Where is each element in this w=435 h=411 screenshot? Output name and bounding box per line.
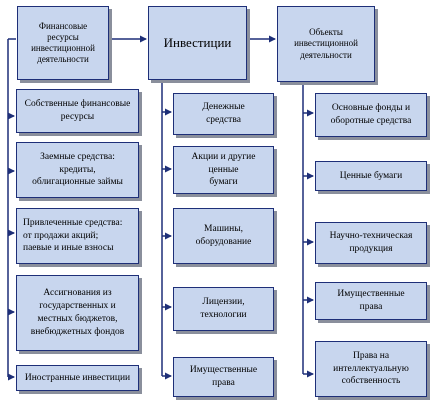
object-label: Ценные бумаги (339, 170, 403, 181)
investment-label: Машины, оборудование (195, 224, 252, 247)
header-financial-resources-label: Финансовые ресурсы инвестиционной деятел… (31, 20, 95, 65)
resource-label: Иностранные инвестиции (24, 372, 131, 383)
object-box-securities: Ценные бумаги (315, 161, 427, 191)
investment-label: Акции и другие ценные бумаги (191, 151, 256, 188)
resource-label: Заемные средства: кредиты, облигационные… (32, 151, 123, 188)
resource-label: Привлеченные средства: от продажи акций;… (23, 217, 123, 254)
header-investments: Инвестиции (148, 6, 247, 80)
investment-box-property-rights: Имущественные права (173, 357, 274, 397)
object-box-fixed-assets: Основные фонды и оборотные средства (315, 93, 427, 137)
investment-label: Лицензии, технологии (200, 297, 247, 320)
investment-label: Денежные средства (202, 102, 245, 125)
header-investment-objects: Объекты инвестиционной деятельности (277, 6, 375, 82)
header-investment-objects-label: Объекты инвестиционной деятельности (294, 27, 358, 60)
resource-box-raised-funds: Привлеченные средства: от продажи акций;… (16, 208, 139, 264)
object-box-intellectual-property: Права на интеллектуальную собственность (315, 341, 427, 397)
investment-box-licenses: Лицензии, технологии (173, 287, 274, 331)
object-label: Научно-техническая продукция (329, 231, 413, 254)
resource-box-budget-allocations: Ассигнования из государственных и местны… (16, 275, 139, 351)
investment-box-equipment: Машины, оборудование (173, 208, 274, 264)
header-investments-label: Инвестиции (163, 35, 232, 51)
object-label: Имущественные права (337, 289, 405, 312)
resource-label: Ассигнования из государственных и местны… (30, 288, 125, 337)
header-financial-resources: Финансовые ресурсы инвестиционной деятел… (17, 6, 109, 80)
resource-box-foreign-investments: Иностранные инвестиции (16, 365, 139, 391)
resource-label: Собственные финансовые ресурсы (24, 99, 131, 122)
investment-box-securities: Акции и другие ценные бумаги (173, 146, 274, 194)
object-box-property-rights: Имущественные права (315, 282, 427, 320)
resource-box-own-funds: Собственные финансовые ресурсы (16, 89, 139, 133)
object-label: Права на интеллектуальную собственность (333, 350, 409, 387)
object-box-scientific-products: Научно-техническая продукция (315, 222, 427, 264)
object-label: Основные фонды и оборотные средства (330, 103, 412, 126)
investment-box-cash: Денежные средства (173, 93, 274, 135)
investment-label: Имущественные права (189, 365, 258, 388)
resource-box-borrowed-funds: Заемные средства: кредиты, облигационные… (16, 142, 139, 198)
